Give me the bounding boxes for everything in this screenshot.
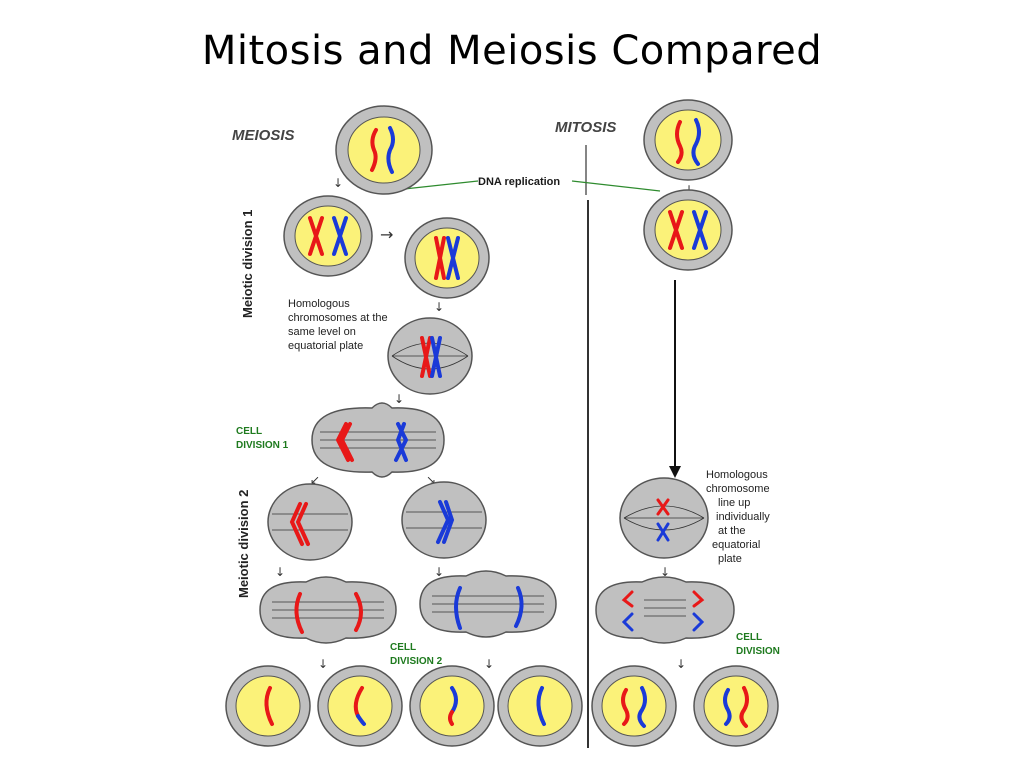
mitosis-daughter-cell-2 (693, 665, 779, 747)
meiosis-daughter-cell-2 (317, 665, 403, 747)
meiosis-pairing-cell (404, 217, 490, 299)
meiosis-daughter-cell-4 (497, 665, 583, 747)
page-title: Mitosis and Meiosis Compared (201, 28, 823, 74)
dna-replication-label: DNA replication (478, 176, 560, 188)
mitosis-parent-cell (643, 99, 733, 181)
mitosis-anaphase-cell (595, 576, 735, 644)
arrow-down-right-icon: ↘ (426, 473, 436, 487)
arrow-down-left-icon: ↙ (310, 473, 320, 487)
arrow-down-icon: ↓ (484, 657, 494, 671)
meiosis-heading: MEIOSIS (232, 127, 295, 144)
mitosis-heading: MITOSIS (555, 119, 616, 136)
arrow-down-icon: ↓ (434, 300, 444, 314)
meiosis-replicated-cell (283, 195, 373, 277)
arrow-down-icon: ↓ (676, 657, 686, 671)
meiosis-metaphase-1-cell (387, 317, 473, 395)
mitosis-replicated-cell (643, 189, 733, 271)
meiosis-anaphase-1-cell (311, 402, 445, 478)
homologous-note-meiosis: Homologous chromosomes at the same level… (288, 298, 391, 352)
meiosis-daughter-cell-1 (225, 665, 311, 747)
arrow-head-icon (669, 466, 681, 478)
homologous-note-mitosis: Homologous chromosome line up individual… (706, 469, 773, 565)
arrow-down-icon: ↓ (434, 565, 444, 579)
cell-division-2-label: CELL DIVISION 2 (390, 642, 443, 667)
meiosis-2-right-cell (401, 481, 487, 559)
mitosis-metaphase-cell (619, 477, 709, 559)
cell-division-label: CELL DIVISION (736, 632, 780, 657)
arrow-right-icon: → (380, 225, 393, 244)
dna-replication-line-right (571, 180, 661, 192)
cell-division-1-label: CELL DIVISION 1 (236, 426, 289, 451)
meiosis-2-anaphase-right-cell (419, 570, 557, 638)
arrow-down-icon: ↓ (275, 565, 285, 579)
meiotic-division-1-label: Meiotic division 1 (240, 210, 255, 318)
meiotic-division-2-label: Meiotic division 2 (236, 490, 251, 598)
arrow-down-icon: ↓ (333, 176, 343, 190)
meiosis-daughter-cell-3 (409, 665, 495, 747)
arrow-down-icon: ↓ (318, 657, 328, 671)
arrow-down-icon: ↓ (394, 392, 404, 406)
arrow-down-icon: ↓ (660, 565, 670, 579)
meiosis-2-anaphase-left-cell (259, 576, 397, 644)
mitosis-daughter-cell-1 (591, 665, 677, 747)
meiosis-parent-cell (335, 105, 433, 195)
meiosis-2-left-cell (267, 483, 353, 561)
